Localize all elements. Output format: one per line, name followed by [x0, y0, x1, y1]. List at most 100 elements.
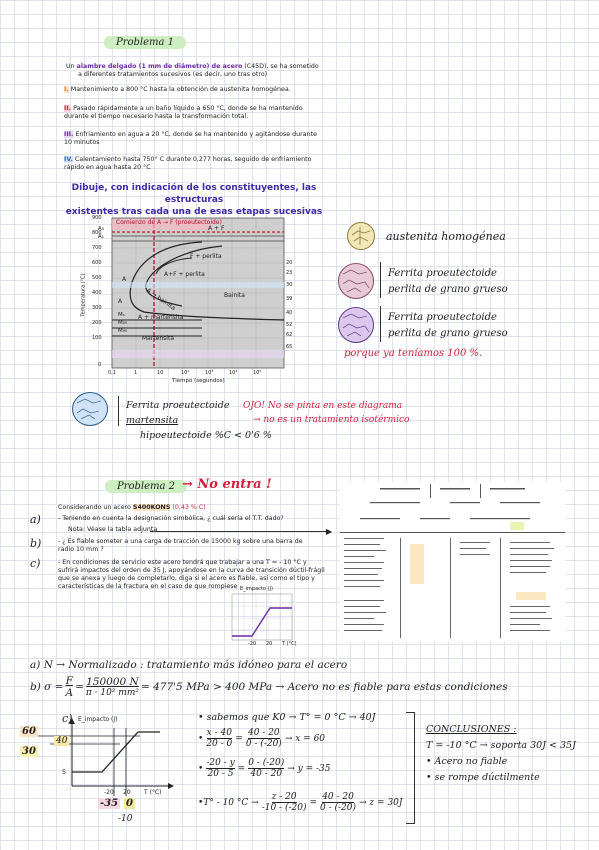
part-c-y60: 60 — [20, 726, 38, 737]
ttt-ytick: 800 — [92, 230, 102, 236]
small-chart-ylabel: E_impacto (J) — [240, 586, 273, 592]
ttt-ytick: 600 — [92, 260, 102, 266]
step4-hypo: hipoeutectoide %C < 0'6 % — [140, 430, 272, 441]
conclusions: CONCLUSIONES : T = -10 °C → soporta 30J … — [426, 724, 576, 783]
microstructure-step4-icon — [72, 392, 108, 426]
answer-a: a) N → Normalizado : tratamiento más idó… — [30, 659, 348, 671]
ttt-xtick: 10 — [157, 370, 164, 376]
answer-3-extra: porque ya teníamos 100 %. — [344, 348, 483, 359]
qc-text: - En condiciones de servicio este acero … — [58, 559, 325, 590]
ttt-ytick: 300 — [92, 305, 102, 311]
ttt-xtick: 10⁴ — [229, 370, 238, 376]
ttt-region-afp: A+F + perlita — [164, 271, 205, 278]
ttt-xtick: 10³ — [205, 370, 214, 376]
microstructure-ferrite-pearlite-2-icon — [338, 307, 374, 343]
qb-text: - ¿ Es fiable someter a una carga de tra… — [58, 538, 303, 553]
small-transition-chart: E_impacto (J) -20 20 T (°C) — [230, 586, 300, 652]
part-c-below-0: 0 — [124, 798, 135, 809]
part-c-below-10: -10 — [118, 814, 133, 824]
part-c-label: c) — [62, 712, 73, 725]
ttt-diagram-svg — [111, 217, 285, 369]
conclusion-brace — [406, 712, 415, 824]
ttt-ytick: 200 — [92, 320, 102, 326]
qb-label: b) — [30, 537, 42, 550]
ttt-xtick: 1 — [134, 370, 138, 376]
ttt-region-a2: A — [118, 298, 123, 305]
qa-label: a) — [30, 513, 41, 526]
answer-2-brace — [380, 262, 387, 298]
answer-1: austenita homogénea — [386, 230, 506, 243]
part-c-y30: 30 — [20, 746, 38, 757]
ttt-top-label: Comienzo de A → F (proeutectoide) — [116, 219, 222, 226]
qa-text: - Teniendo en cuenta la designación simb… — [58, 515, 284, 522]
part-c-y40: 40 — [54, 736, 70, 746]
reference-table-svg — [340, 484, 565, 638]
small-chart-xtick: -20 — [248, 641, 257, 647]
ttt-mark-ms: Mₛ — [118, 312, 125, 318]
problem2-steel: Considerando un acero S400KONS (0,43 % C… — [58, 504, 206, 511]
ttt-xtick: 10⁵ — [253, 370, 262, 376]
ttt-xtick: 0,1 — [108, 370, 116, 376]
part-c-y5: 5 — [62, 768, 67, 776]
ttt-ytick: 700 — [92, 245, 102, 251]
ttt-rtick: 65 — [286, 344, 293, 350]
step-2: II. Pasado rápidamente a un baño líquido… — [64, 105, 303, 120]
ttt-region-mart: Martensita — [142, 335, 174, 342]
answer-3: Ferrita proeutectoide perlita de grano g… — [388, 312, 508, 339]
arrow-right-icon: ▶ — [326, 527, 333, 536]
qc-label: c) — [30, 557, 41, 570]
ttt-rtick: 23 — [286, 270, 293, 276]
problem1-title: Problema 1 — [104, 36, 187, 49]
ttt-ytick: 100 — [92, 335, 102, 341]
ttt-mark-a3: A₃ — [98, 226, 104, 232]
ttt-ytick: 900 — [92, 215, 102, 221]
ttt-ytick: 0 — [98, 362, 102, 368]
part-c-chart-svg — [32, 718, 174, 796]
ttt-ytick: 400 — [92, 290, 102, 296]
small-chart-svg — [231, 593, 293, 641]
answer-b: b) σ = F A = 150000 N π · 10² mm² = 477'… — [30, 675, 508, 699]
step4-note: OJO! No se pinta en este diagrama → no e… — [243, 401, 410, 425]
part-c-x20: 20 — [123, 789, 131, 796]
part-c-ylabel: E_impacto (J) — [78, 716, 118, 723]
microstructure-ferrite-pearlite-icon — [338, 263, 374, 299]
ttt-region-fp: F + perlita — [190, 253, 222, 260]
ttt-region-af: A + F — [208, 225, 225, 232]
ttt-rtick: 40 — [286, 310, 293, 316]
microstructure-austenite-icon — [347, 222, 375, 250]
ttt-region-bainita: Bainita — [224, 292, 245, 299]
no-entra: → No entra ! — [182, 477, 272, 492]
problem2-title: Problema 2 — [105, 480, 188, 493]
qa-arrow-line — [150, 531, 330, 532]
ttt-ytick: 500 — [92, 275, 102, 281]
ttt-mark-m50: M₅₀ — [118, 320, 128, 326]
step4-brace — [118, 396, 125, 426]
ttt-mark-m90: M₉₀ — [118, 328, 128, 334]
answer-2: Ferrita proeutectoide perlita de grano g… — [388, 268, 508, 295]
problem1-intro: Un alambre delgado (1 mm de diámetro) de… — [66, 63, 319, 78]
ttt-region-amart: A + martensita — [138, 314, 184, 321]
ttt-rtick: 30 — [286, 282, 293, 288]
small-chart-xtick: 20 — [266, 641, 273, 647]
step-1: I. Mantenimiento a 800 °C hasta la obten… — [64, 86, 291, 93]
ttt-rtick: 39 — [286, 296, 293, 302]
step-4: IV. Calentamiento hasta 750° C durante 0… — [64, 156, 312, 171]
ttt-rtick: 20 — [286, 260, 293, 266]
bullet-1: • sabemos que K0 → T° = 0 °C → 40J — [198, 712, 376, 723]
answer-3-brace — [380, 306, 387, 342]
ttt-region-a: A — [122, 276, 127, 283]
ttt-ylabel: Temperatura (°C) — [80, 273, 87, 317]
step4-answer: Ferrita proeutectoide martensita — [126, 400, 230, 426]
problem1-instruction: Dibuje, con indicación de los constituye… — [65, 183, 323, 217]
part-c-xlabel: T (°C) — [144, 789, 162, 796]
ttt-diagram: Comienzo de A → F (proeutectoide) A + F … — [72, 212, 312, 392]
part-c-below-35: -35 — [98, 798, 121, 809]
ttt-mark-a1: A₁ — [98, 234, 104, 240]
small-chart-xlabel: T (°C) — [282, 641, 297, 647]
reference-table — [340, 482, 565, 642]
part-c-x-20: -20 — [104, 789, 114, 796]
part-c-chart: E_impacto (J) T (°C) 60 40 30 5 -20 20 -… — [20, 716, 180, 846]
step-3: III. Enfriamiento en agua a 20 °C, donde… — [64, 131, 317, 146]
